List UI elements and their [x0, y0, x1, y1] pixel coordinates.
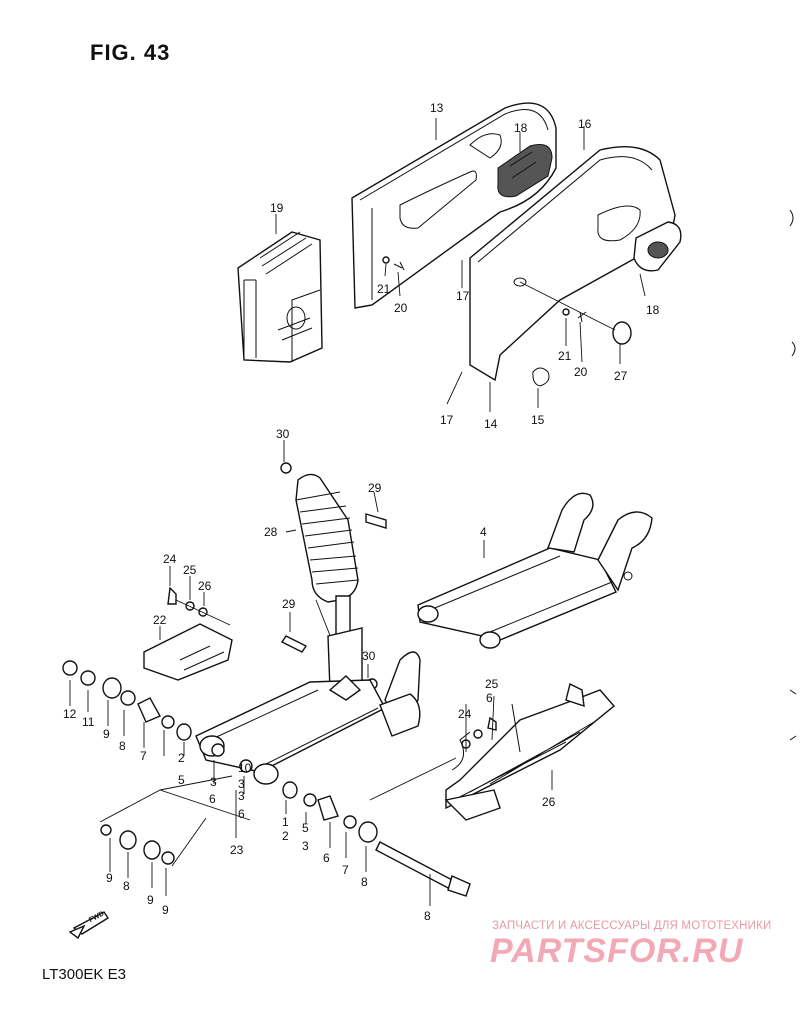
part-27-cap [612, 321, 632, 345]
callout-29: 29 [368, 481, 382, 495]
part-13-chain-case-left [351, 102, 557, 309]
part-28-rear-shock [280, 462, 363, 691]
callout-16: 16 [578, 117, 592, 131]
callout-18: 18 [646, 303, 660, 317]
callout-14: 14 [484, 417, 498, 431]
callout-1: 1 [282, 815, 289, 829]
callout-5: 5 [178, 773, 185, 787]
callout-21: 21 [377, 282, 391, 296]
part-18-rubber-pad-lower [633, 221, 682, 272]
part-23-skid [444, 682, 616, 821]
callout-21: 21 [558, 349, 572, 363]
part-16-chain-case-right [469, 145, 676, 382]
callout-29: 29 [282, 597, 296, 611]
callout-3: 3 [238, 777, 245, 791]
edge-marks [789, 209, 797, 741]
callout-3: 3 [210, 775, 217, 789]
callout-6: 6 [238, 807, 245, 821]
fwd-arrow-icon [68, 911, 109, 940]
watermark-logo: PARTSFOR.RU [490, 932, 744, 970]
callout-25: 25 [485, 677, 499, 691]
callout-8: 8 [424, 909, 431, 923]
callout-9: 9 [162, 903, 169, 917]
callout-3: 3 [302, 839, 309, 853]
part-19-cover [237, 231, 323, 363]
callout-11: 11 [82, 715, 95, 729]
callout-8: 8 [123, 879, 130, 893]
callout-6: 6 [323, 851, 330, 865]
callout-6: 6 [486, 691, 493, 705]
model-code: LT300EK E3 [42, 966, 126, 983]
callout-30: 30 [362, 649, 376, 663]
callout-7: 7 [342, 863, 349, 877]
callout-9: 9 [147, 893, 154, 907]
callout-20: 20 [394, 301, 408, 315]
callout-3: 3 [238, 789, 245, 803]
part-18-rubber-pad-upper [497, 144, 553, 198]
callout-2: 2 [178, 751, 185, 765]
callout-12: 12 [63, 707, 77, 721]
part-1-swingarm-assembly [195, 651, 421, 785]
callout-23: 23 [230, 843, 244, 857]
bushings-washers [62, 660, 378, 867]
callout-22: 22 [153, 613, 167, 627]
callout-17: 17 [440, 413, 454, 427]
callout-10: 10 [238, 761, 252, 775]
callout-18: 18 [514, 121, 528, 135]
callout-8: 8 [119, 739, 126, 753]
callout-15: 15 [531, 413, 545, 427]
callout-24: 24 [458, 707, 472, 721]
parts-24-25-26-left [167, 586, 231, 626]
part-4-swingarm [417, 492, 653, 649]
callout-17: 17 [456, 289, 470, 303]
callout-7: 7 [140, 749, 147, 763]
callout-20: 20 [574, 365, 588, 379]
callout-27: 27 [614, 369, 628, 383]
callout-26: 26 [542, 795, 556, 809]
callout-19: 19 [270, 201, 284, 215]
watermark-tagline: ЗАПЧАСТИ И АКСЕССУАРЫ ДЛЯ МОТОТЕХНИКИ [492, 920, 772, 932]
part-10-pivot-bolt [375, 841, 471, 897]
callout-30: 30 [276, 427, 290, 441]
part-22-chain-buffer [143, 623, 233, 681]
part-15-clip [532, 367, 550, 387]
callout-28: 28 [264, 525, 278, 539]
callout-5: 5 [302, 821, 309, 835]
figure-title: FIG. 43 [90, 40, 171, 65]
callout-9: 9 [103, 727, 110, 741]
part-29-bolts [280, 513, 387, 653]
screws-21-20 [382, 256, 616, 331]
callout-6: 6 [209, 792, 216, 806]
callout-26: 26 [198, 579, 212, 593]
leader-lines [69, 118, 646, 906]
callout-25: 25 [183, 563, 197, 577]
callout-2: 2 [282, 829, 289, 843]
callout-8: 8 [361, 875, 368, 889]
callout-13: 13 [430, 101, 444, 115]
callout-24: 24 [163, 552, 177, 566]
callout-9: 9 [106, 871, 113, 885]
callout-4: 4 [480, 525, 487, 539]
